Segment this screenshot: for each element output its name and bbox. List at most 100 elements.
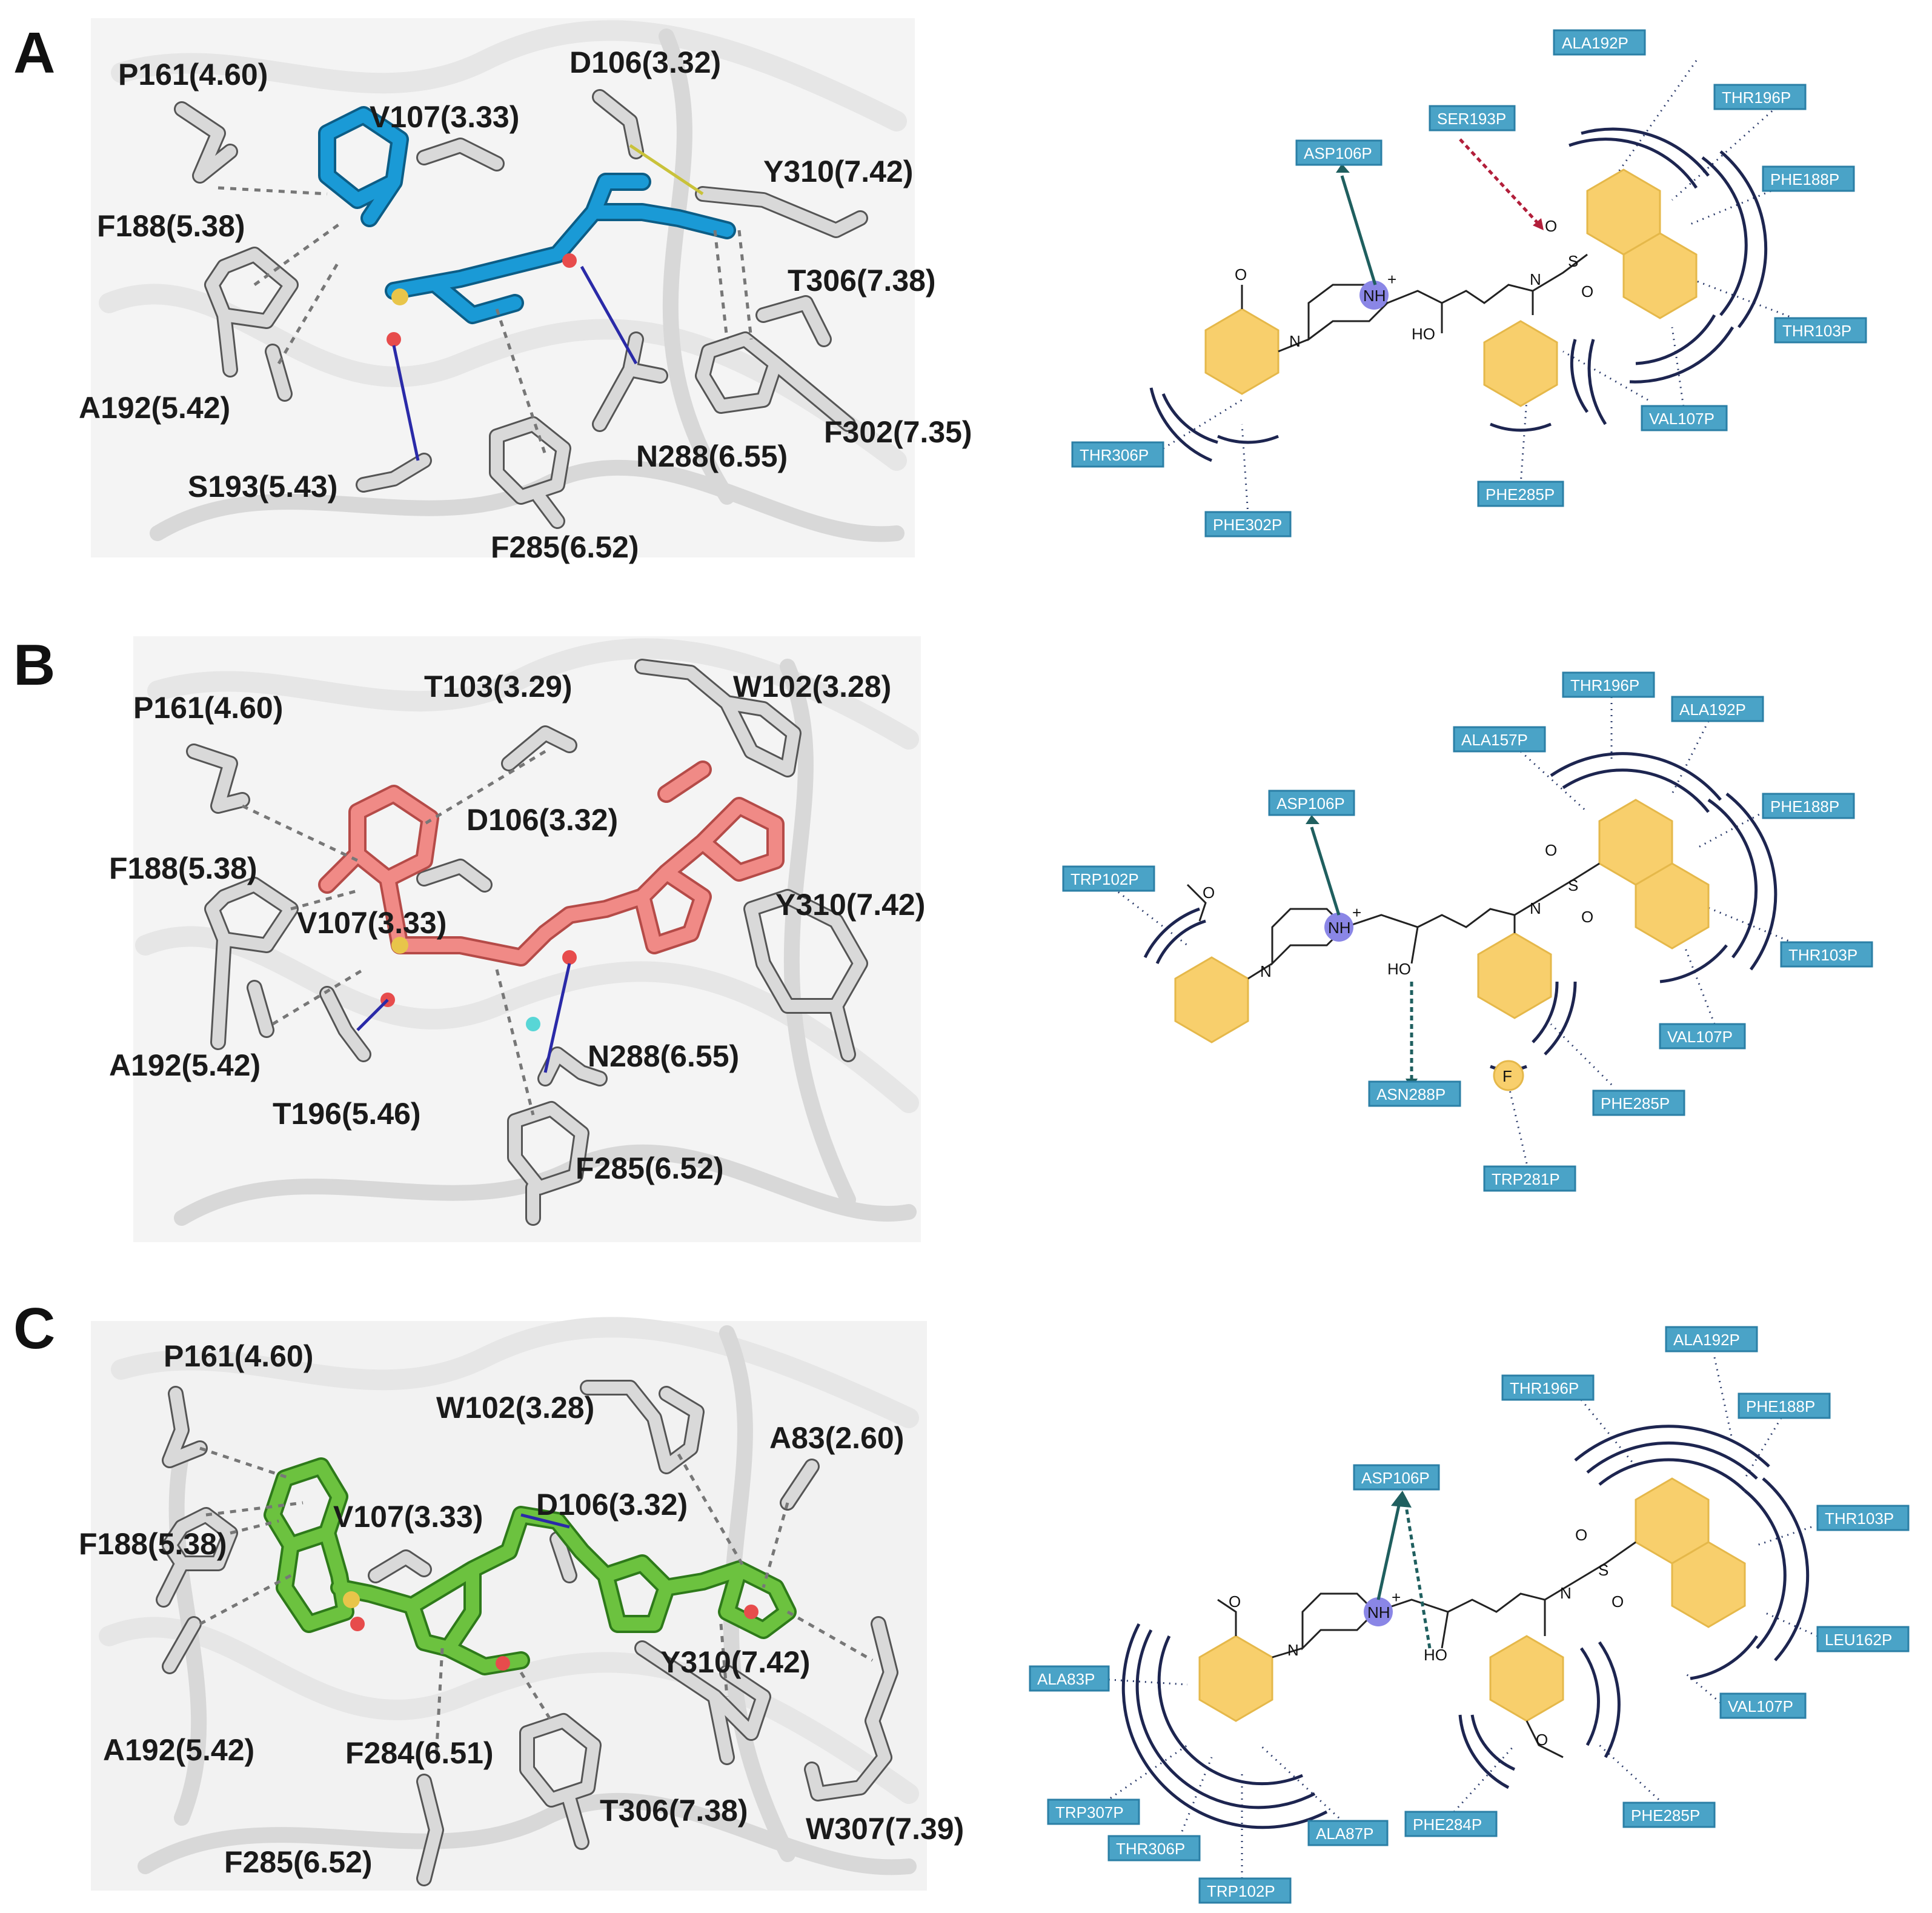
svg-text:TRP102P: TRP102P — [1071, 870, 1139, 888]
residue-label: W102(3.28) — [436, 1391, 594, 1425]
residue-tag: PHE188P — [1762, 793, 1855, 819]
svg-text:ALA157P: ALA157P — [1461, 731, 1528, 749]
residue-tag: ALA192P — [1553, 29, 1646, 56]
residue-tag: TRP102P — [1198, 1877, 1292, 1904]
svg-text:TRP307P: TRP307P — [1055, 1803, 1124, 1822]
atom-label: S — [1568, 876, 1578, 894]
svg-text:PHE285P: PHE285P — [1631, 1806, 1700, 1825]
svg-text:ASP106P: ASP106P — [1304, 144, 1372, 162]
svg-text:ASP106P: ASP106P — [1276, 794, 1345, 813]
residue-tag: THR306P — [1107, 1835, 1201, 1861]
svg-text:ASP106P: ASP106P — [1361, 1469, 1430, 1487]
residue-label: Y310(7.42) — [763, 155, 913, 188]
atom-label: N — [1289, 332, 1301, 350]
svg-text:THR103P: THR103P — [1788, 946, 1857, 964]
residue-label: F284(6.51) — [345, 1736, 494, 1770]
atom-label: + — [1387, 270, 1396, 288]
atom-label: HO — [1412, 325, 1435, 343]
svg-text:THR196P: THR196P — [1510, 1379, 1579, 1397]
residue-label: T306(7.38) — [788, 264, 936, 298]
interactions-c — [199, 1446, 874, 1758]
residue-label: N288(6.55) — [588, 1039, 739, 1073]
residue-tag: THR103P — [1780, 941, 1873, 968]
residue-label: F302(7.35) — [824, 415, 972, 449]
svg-text:PHE284P: PHE284P — [1413, 1815, 1482, 1834]
residue-tag: VAL107P — [1719, 1692, 1807, 1719]
panel-b: B — [13, 633, 1873, 1242]
residue-tag: SER193P — [1429, 105, 1516, 131]
residue-label: T196(5.46) — [273, 1097, 421, 1131]
residue-tag: ALA83P — [1029, 1665, 1110, 1692]
atom-label: O — [1545, 841, 1557, 859]
svg-text:ALA192P: ALA192P — [1562, 34, 1628, 52]
residue-tag: VAL107P — [1659, 1023, 1746, 1050]
arrow-head — [1336, 164, 1350, 173]
residue-label: D106(3.32) — [569, 45, 721, 79]
atom-label: HO — [1387, 960, 1411, 978]
residue-label: P161(4.60) — [133, 691, 283, 725]
residue-tag: THR306P — [1071, 441, 1164, 468]
residue-tag: THR103P — [1816, 1505, 1910, 1531]
oxygen-atom — [562, 253, 577, 268]
residue-label: Y310(7.42) — [660, 1645, 810, 1679]
residue-tag: TRP281P — [1483, 1165, 1576, 1192]
residue-label: F285(6.52) — [491, 530, 639, 564]
residue-sticks-c — [156, 1380, 898, 1886]
residue-label: P161(4.60) — [164, 1339, 313, 1373]
panel-letter-c: C — [13, 1296, 55, 1361]
svg-text:THR196P: THR196P — [1570, 676, 1639, 694]
arrow-head — [1533, 218, 1544, 230]
atom-label: O — [1581, 908, 1593, 926]
svg-text:LEU162P: LEU162P — [1825, 1631, 1892, 1649]
ligand-c — [264, 1457, 797, 1675]
svg-text:ALA192P: ALA192P — [1679, 700, 1746, 719]
atom-label: NH — [1328, 919, 1351, 937]
svg-text:SER193P: SER193P — [1437, 110, 1506, 128]
residue-label: D106(3.32) — [466, 803, 618, 837]
interactions-a — [217, 144, 753, 461]
residue-tag: PHE188P — [1762, 165, 1855, 192]
interaction-map-c: O N NH + HO N S O O O ALA192P THR196P PH… — [1029, 1326, 1910, 1904]
residue-label: F188(5.38) — [109, 851, 257, 885]
atom-label: HO — [1424, 1646, 1447, 1664]
residue-tag: ALA157P — [1453, 726, 1546, 753]
svg-text:VAL107P: VAL107P — [1667, 1028, 1733, 1046]
atom-label: + — [1352, 903, 1361, 922]
residue-tag: PHE285P — [1477, 481, 1564, 507]
residue-sticks-b — [186, 659, 868, 1226]
atom-label: N — [1287, 1641, 1299, 1659]
residue-tag: THR196P — [1501, 1374, 1595, 1401]
residue-label: N288(6.55) — [636, 439, 788, 473]
residue-label: V107(3.33) — [370, 100, 519, 134]
atom-label: O — [1545, 217, 1557, 235]
residue-tag: ASP106P — [1353, 1464, 1440, 1491]
residue-tag: LEU162P — [1816, 1626, 1910, 1652]
svg-text:ALA83P: ALA83P — [1037, 1670, 1095, 1688]
svg-text:PHE188P: PHE188P — [1770, 797, 1839, 816]
residue-tag: PHE285P — [1592, 1090, 1685, 1116]
atom-label: N — [1530, 270, 1541, 288]
atom-label: O — [1235, 265, 1247, 284]
residue-label: A192(5.42) — [109, 1048, 261, 1082]
residue-tag: ASP106P — [1268, 790, 1355, 816]
residue-label: F188(5.38) — [97, 209, 245, 243]
residue-label: F188(5.38) — [79, 1527, 227, 1561]
residue-tag: VAL107P — [1641, 405, 1728, 431]
interactions-b — [241, 750, 571, 1116]
atom-label: O — [1536, 1731, 1548, 1749]
residue-label: W307(7.39) — [806, 1812, 964, 1846]
residue-tag: THR196P — [1713, 84, 1807, 110]
aromatic-ring-highlight — [1483, 320, 1558, 407]
residue-tag: THR103P — [1774, 317, 1867, 344]
residue-tag: ALA192P — [1665, 1326, 1758, 1352]
residue-tag: PHE284P — [1404, 1811, 1498, 1837]
hbond-arrow — [1340, 175, 1377, 285]
residue-label: F285(6.52) — [224, 1845, 373, 1879]
svg-text:TRP102P: TRP102P — [1207, 1882, 1275, 1900]
residue-label: F285(6.52) — [576, 1151, 724, 1185]
residue-label: A192(5.42) — [103, 1733, 254, 1767]
interaction-map-b: O N NH + HO N S O O F THR196P ALA192P AL… — [1062, 671, 1873, 1192]
svg-text:VAL107P: VAL107P — [1649, 410, 1715, 428]
svg-text:PHE285P: PHE285P — [1601, 1094, 1670, 1113]
panel-c: C — [13, 1296, 1910, 1904]
